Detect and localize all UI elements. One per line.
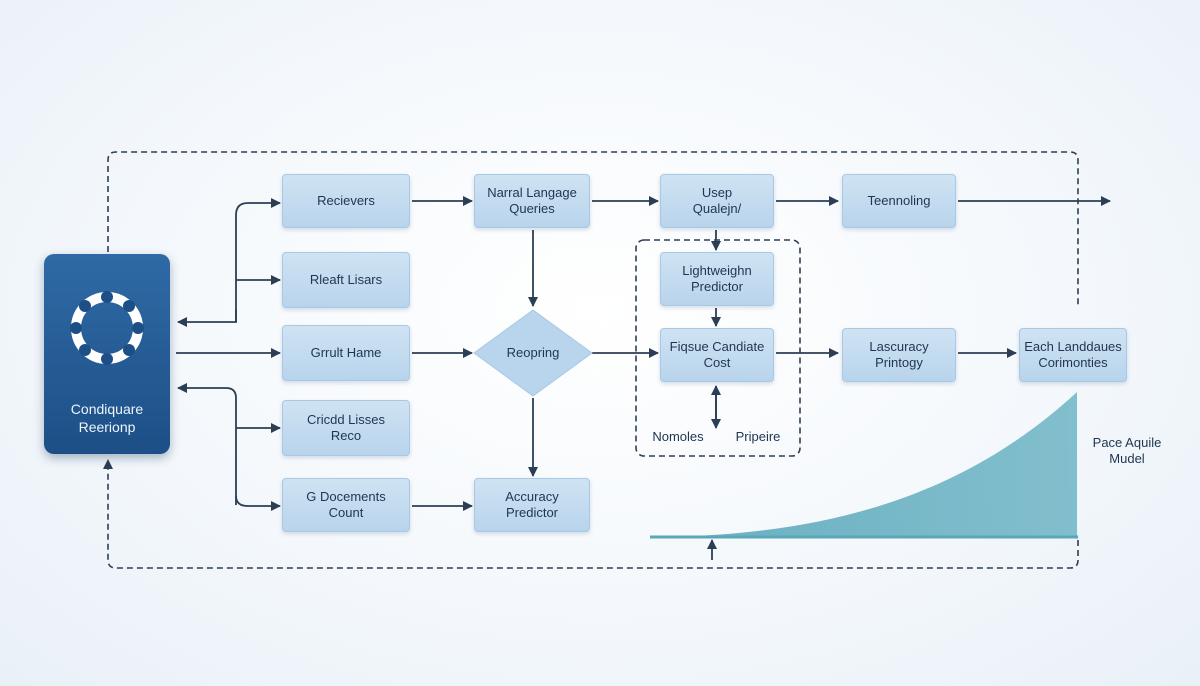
- node-reopring[interactable]: Reopring: [506, 344, 560, 360]
- node-accuracy-predictor[interactable]: Accuracy Predictor: [474, 478, 590, 532]
- node-rleaft-lisars[interactable]: Rleaft Lisars: [282, 252, 410, 308]
- source-block[interactable]: Condiquare Reerionp: [44, 254, 170, 454]
- outer-dashed-loop-bottom: [103, 459, 1079, 569]
- branch-top: [235, 198, 281, 322]
- node-usep[interactable]: Usep Qualejn/: [660, 174, 774, 228]
- branch-top-return: [177, 310, 237, 327]
- outer-dashed-loop: [107, 151, 1079, 306]
- node-g-docements[interactable]: G Docements Count: [282, 478, 410, 532]
- node-teennoling[interactable]: Teennoling: [842, 174, 956, 228]
- branch-bottom-return: [177, 383, 237, 505]
- source-label: Condiquare Reerionp: [70, 401, 144, 435]
- label-nomoles: Nomoles: [652, 429, 704, 444]
- node-cricdd-lisses[interactable]: Cricdd Lisses Reco: [282, 400, 410, 456]
- node-fiqsue[interactable]: Fiqsue Candiate Cost: [660, 328, 774, 382]
- branch-to-gdoc: [235, 495, 281, 511]
- node-lightweighn[interactable]: Lightweighn Predictor: [660, 252, 774, 306]
- node-grrult-hame[interactable]: Grrult Hame: [282, 325, 410, 381]
- node-recievers[interactable]: Recievers: [282, 174, 410, 228]
- pace-aquile-curve-area: [652, 392, 1077, 537]
- predictor-dashed-group: [635, 239, 801, 457]
- node-lascuracy[interactable]: Lascuracy Printogy: [842, 328, 956, 382]
- node-each-landdaues[interactable]: Each Landdaues Corimonties: [1019, 328, 1127, 382]
- reopring-diamond-shape: [473, 309, 593, 397]
- node-narral-langage[interactable]: Narral Langage Queries: [474, 174, 590, 228]
- label-pripeire: Pripeire: [735, 429, 781, 444]
- label-pace-aquile: Pace Aquile Mudel: [1092, 435, 1162, 466]
- ring-of-dots-icon: [70, 291, 144, 365]
